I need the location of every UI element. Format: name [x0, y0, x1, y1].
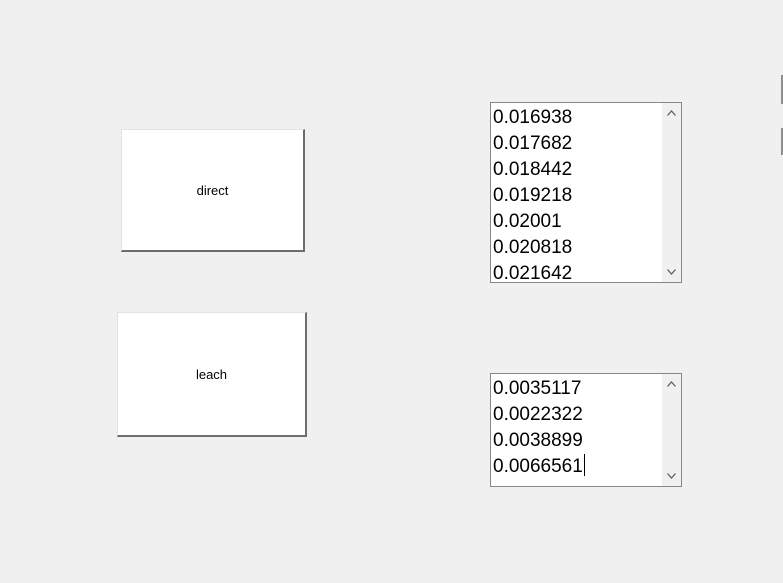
chevron-down-icon	[667, 268, 676, 275]
direct-value-line: 0.017682	[493, 133, 573, 154]
chevron-down-icon	[667, 472, 676, 479]
direct-results-lines: 0.016938 0.017682 0.018442 0.019218 0.02…	[493, 105, 661, 282]
direct-results-textbox[interactable]: 0.016938 0.017682 0.018442 0.019218 0.02…	[490, 102, 682, 283]
leach-value-line: 0.0038899	[493, 430, 583, 451]
chevron-up-icon	[667, 380, 676, 387]
direct-value-line: 0.020818	[493, 237, 573, 258]
leach-value-line: 0.0035117	[493, 378, 582, 399]
direct-button-label: direct	[196, 182, 229, 198]
chevron-up-icon	[667, 109, 676, 116]
direct-value-line: 0.016938	[493, 107, 573, 128]
leach-results-lines: 0.0035117 0.0022322 0.0038899 0.0066561	[493, 376, 661, 486]
direct-value-line: 0.018442	[493, 159, 573, 180]
direct-value-line: 0.02001	[493, 211, 562, 232]
scroll-down-button[interactable]	[662, 263, 681, 280]
text-cursor	[583, 454, 585, 476]
direct-value-line: 0.019218	[493, 185, 573, 206]
direct-results-scrollbar[interactable]	[662, 103, 681, 282]
window-right-edge-top	[781, 75, 783, 104]
leach-value-last-text: 0.0066561	[493, 456, 583, 477]
leach-button-label: leach	[195, 366, 228, 382]
direct-value-line: 0.021642	[493, 263, 573, 283]
direct-button[interactable]: direct	[121, 129, 305, 252]
leach-value-line-last: 0.0066561	[493, 454, 661, 480]
leach-button[interactable]: leach	[117, 312, 307, 437]
scroll-up-button[interactable]	[662, 375, 681, 392]
leach-results-scrollbar[interactable]	[662, 374, 681, 486]
scroll-down-button[interactable]	[662, 467, 681, 484]
leach-value-line: 0.0022322	[493, 404, 583, 425]
leach-results-textbox[interactable]: 0.0035117 0.0022322 0.0038899 0.0066561	[490, 373, 682, 487]
window-right-edge-mid	[781, 128, 783, 155]
scroll-up-button[interactable]	[662, 104, 681, 121]
